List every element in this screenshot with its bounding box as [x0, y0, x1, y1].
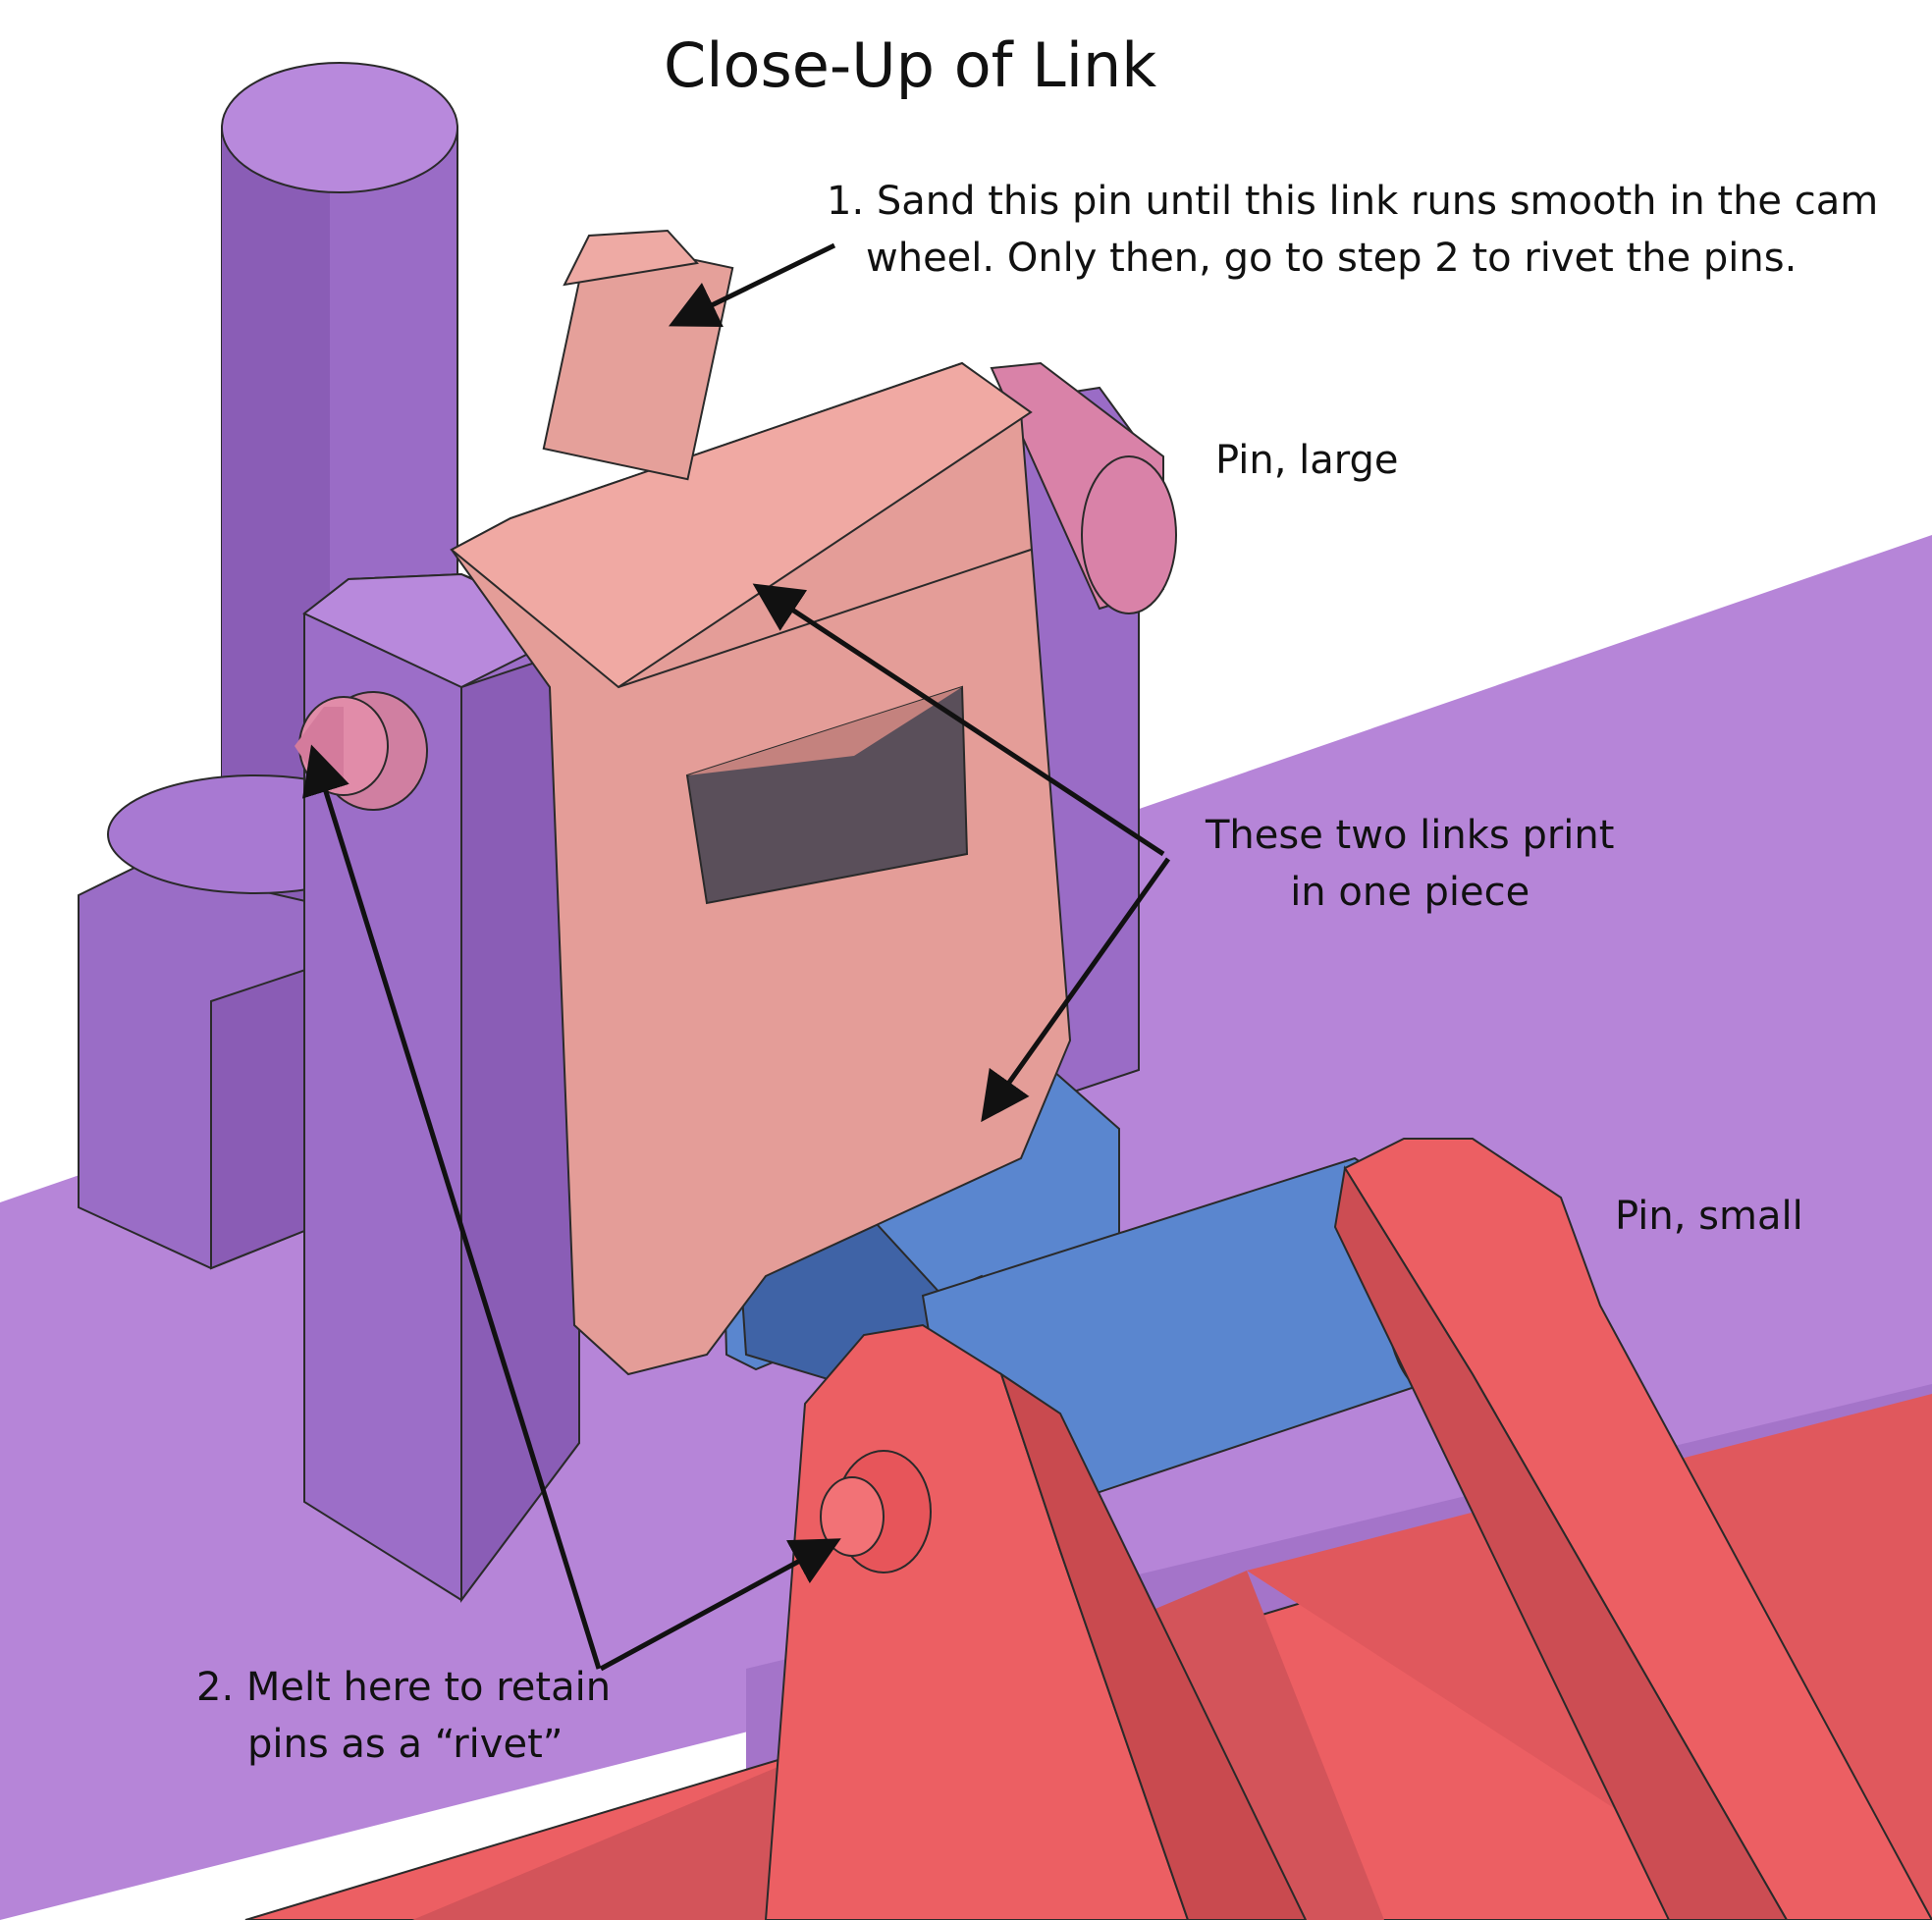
two-links-note: These two links print in one piece: [1206, 807, 1614, 921]
red-bracket-right: [1333, 1138, 1932, 1920]
step2-note-line1: 2. Melt here to retain: [196, 1665, 612, 1710]
pin-large-label: Pin, large: [1215, 438, 1399, 483]
annotation-arrows: [302, 242, 1171, 1672]
step1-note: 1. Sand this pin until this link runs sm…: [827, 173, 1878, 287]
arrow-step2-to-red-pin: [599, 1538, 841, 1672]
step1-note-line1: 1. Sand this pin until this link runs sm…: [827, 179, 1879, 224]
two-links-note-line1: These two links print: [1206, 813, 1615, 858]
purple-upright-left: [302, 572, 582, 1603]
pin-small-label: Pin, small: [1615, 1194, 1803, 1239]
arrow-links-to-pink: [752, 583, 1165, 857]
two-links-note-line2: in one piece: [1290, 870, 1530, 915]
step1-note-line2: wheel. Only then, go to step 2 to rivet …: [866, 236, 1798, 281]
arrow-step2-to-left-pin: [302, 744, 602, 1670]
arrow-links-to-blue: [981, 857, 1171, 1123]
arrow-step1: [669, 242, 836, 327]
page-title: Close-Up of Link: [664, 29, 1157, 101]
pink-link: [450, 229, 1072, 1376]
step2-note: 2. Melt here to retain pins as a “rivet”: [196, 1659, 611, 1773]
step2-note-line2: pins as a “rivet”: [247, 1722, 564, 1767]
red-bracket-left: [764, 1323, 1308, 1920]
